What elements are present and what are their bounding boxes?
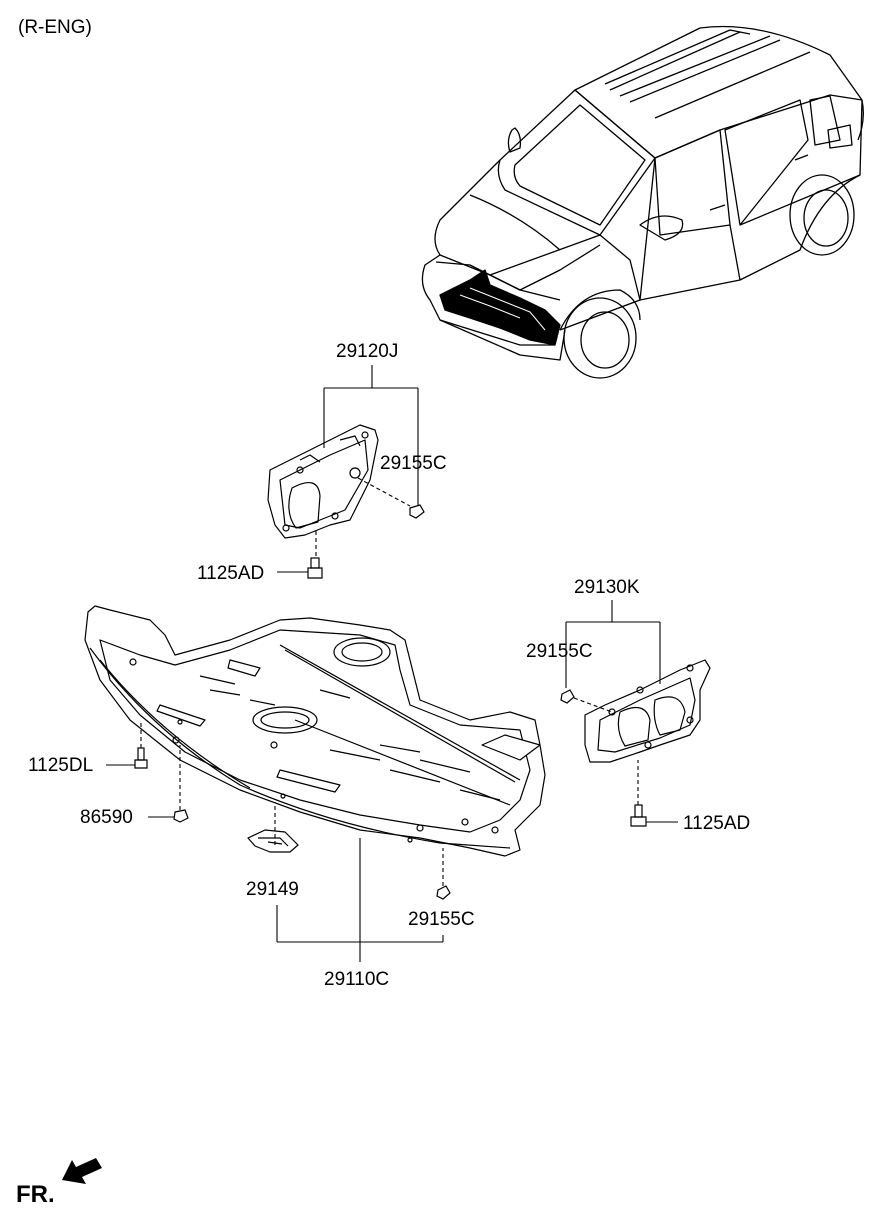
clip-29155C-top [409,504,425,519]
engine-variant-label: (R-ENG) [18,17,92,38]
side-cover-29130K [584,659,711,763]
part-label-29155C-bottom: 29155C [408,909,475,930]
bolt-1125AD-right [630,804,647,827]
front-direction-label: FR. [16,1181,55,1208]
part-label-29130K: 29130K [574,577,640,598]
vehicle-illustration [421,25,864,379]
front-direction-arrow-icon [62,1158,102,1184]
clip-29155C-bottom [436,885,451,900]
bracket-29149 [247,829,299,853]
engine-cover-29120J [267,424,379,539]
part-label-1125AD-right: 1125AD [683,813,751,834]
part-label-29155C-right: 29155C [526,641,593,662]
part-label-29149: 29149 [246,879,299,900]
leader-lines [106,365,678,962]
under-cover-29110C [84,605,546,857]
part-label-29110C: 29110C [324,969,390,990]
part-label-29155C-top: 29155C [380,453,447,474]
part-label-86590: 86590 [80,807,133,828]
part-label-1125AD-top: 1125AD [197,563,265,584]
part-label-1125DL: 1125DL [28,755,94,776]
nut-86590 [173,809,189,823]
bolt-1125AD-top [307,557,323,579]
part-label-29120J: 29120J [336,341,399,362]
bolt-1125DL [134,747,148,769]
clip-29155C-right [560,689,575,704]
